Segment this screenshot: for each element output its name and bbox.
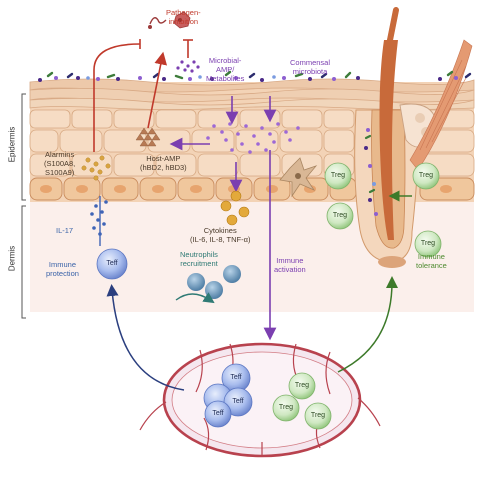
surface-microbiota — [38, 70, 472, 82]
teff-migration-arrow — [106, 284, 185, 391]
hair-follicle — [354, 7, 473, 268]
commensal-line1: Commensal — [290, 58, 331, 67]
layer-brackets — [21, 93, 26, 319]
immune-activation-line2: activation — [274, 265, 306, 274]
stratum-corneum — [29, 78, 475, 110]
il17-label: IL-17 — [56, 226, 74, 235]
alarmins-line2: (S100A8, — [44, 159, 76, 168]
microbial-amp-dots — [176, 60, 200, 73]
microbial-amp-line3: Metabolites — [206, 74, 245, 83]
teff-dermis — [96, 248, 128, 280]
host-amp-label: Host-AMP (hBD2, hBD3) — [140, 154, 187, 172]
alarmins-label: Alarmins (S100A8, S100A9) — [44, 150, 75, 177]
neutrophils-line1: Neutrophils — [180, 250, 218, 259]
tregs-skin — [324, 162, 442, 258]
immune-tolerance-label: Immune tolerance — [416, 252, 447, 270]
cytokines-label: Cytokines (IL-6, IL-8, TNF-α) — [190, 226, 250, 244]
host-amp-line2: (hBD2, hBD3) — [140, 163, 187, 172]
immune-activation-label: Immune activation — [274, 256, 306, 274]
teff-ln-label-1: Teff — [230, 374, 242, 381]
follicle-microbiota — [364, 128, 378, 216]
alarmins-line3: S100A9) — [45, 168, 75, 177]
amp-metabolite-dots — [206, 122, 300, 154]
treg-ln-label-1: Treg — [294, 382, 310, 389]
alarmin-inhibition-arrow — [93, 43, 141, 152]
host-amp-cluster — [135, 127, 161, 147]
immune-tolerance-line2: tolerance — [416, 261, 447, 270]
microbial-amp-line2: AMP/ — [216, 65, 235, 74]
neutrophil-arrow — [175, 292, 215, 304]
dermis-label: Dermis — [7, 245, 17, 272]
treg-migration-arrow — [337, 276, 398, 373]
immune-tolerance-line1: Immune — [417, 252, 445, 261]
epidermis-label: Epidermis — [7, 126, 17, 163]
pathogen-inhibition-line2: inhibition — [168, 17, 199, 26]
treg-ln-label-2: Treg — [278, 404, 294, 411]
treg-skin-label-2: Treg — [418, 172, 434, 179]
treg-skin-label-3: Treg — [332, 212, 348, 219]
neutrophils-line2: recruitment — [180, 259, 218, 268]
pathogen-icon — [148, 11, 191, 29]
immune-protection-label: Immune protection — [46, 260, 79, 278]
lymph-node — [139, 342, 381, 458]
pathogen-inhibition-line1: Pathogen- — [166, 8, 201, 17]
treg-skin-label-4: Treg — [420, 240, 436, 247]
neutrophils-label: Neutrophils recruitment — [180, 250, 218, 268]
host-amp-line1: Host-AMP — [146, 154, 181, 163]
treg-cluster — [272, 372, 332, 430]
commensal-line2: microbiota — [292, 67, 328, 76]
pathogen-inhibition-label: Pathogen- inhibition — [166, 8, 201, 26]
cytokines-line1: Cytokines — [203, 226, 237, 235]
dendritic-cell — [279, 157, 318, 198]
microbial-amp-line1: Microbial- — [208, 56, 242, 65]
alarmins-line1: Alarmins — [45, 150, 75, 159]
teff-dermis-label: Teff — [106, 260, 118, 267]
alarmin-dots — [81, 155, 111, 181]
immune-protection-line2: protection — [46, 269, 79, 278]
host-amp-arrow — [147, 51, 168, 129]
cytokines-line2: (IL-6, IL-8, TNF-α) — [190, 235, 251, 244]
teff-ln-label-3: Teff — [212, 410, 224, 417]
immune-protection-line1: Immune — [48, 260, 77, 269]
cytokine-balls — [220, 190, 250, 226]
commensal-label: Commensal microbiota — [290, 58, 330, 76]
teff-cluster — [203, 363, 253, 428]
treg-skin-label-1: Treg — [330, 172, 346, 179]
treg-ln-label-3: Treg — [310, 412, 326, 419]
teff-ln-label-2: Teff — [232, 398, 244, 405]
immune-activation-line1: Immune — [276, 256, 304, 265]
microbial-amp-label: Microbial- AMP/ Metabolites — [206, 56, 244, 83]
inhibition-arrows — [183, 39, 193, 58]
